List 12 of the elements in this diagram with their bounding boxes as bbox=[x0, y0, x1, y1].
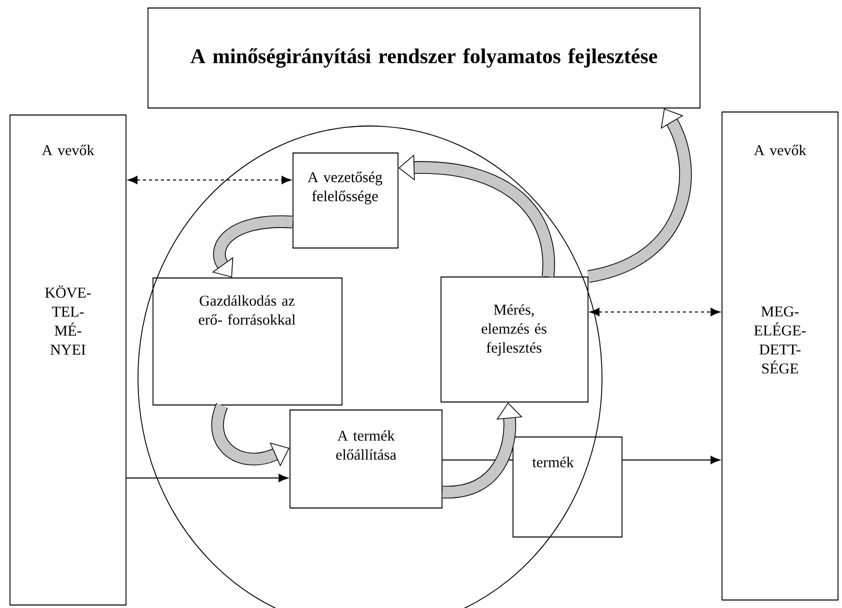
process-box: Mérés, elemzés és fejlesztés bbox=[440, 276, 588, 402]
arrow bbox=[622, 456, 720, 464]
arrow bbox=[128, 176, 292, 184]
process-box: A termék előállítása bbox=[290, 410, 442, 508]
process-box: A vezetőség felelőssége bbox=[292, 152, 398, 248]
customer-box: A vevők KÖVE- TEL- MÉ- NYEI bbox=[10, 114, 126, 606]
process-box: Gazdálkodás az erő- forrásokkal bbox=[152, 278, 342, 406]
customer-box: A vevők MEG- ELÉGE- DETT- SÉGE bbox=[722, 112, 838, 600]
arrow bbox=[590, 308, 720, 316]
title-box: A minőségirányítási rendszer folyamatos fejlesztése bbox=[148, 8, 700, 108]
arrow bbox=[126, 474, 288, 482]
product-box: termék bbox=[512, 436, 622, 538]
